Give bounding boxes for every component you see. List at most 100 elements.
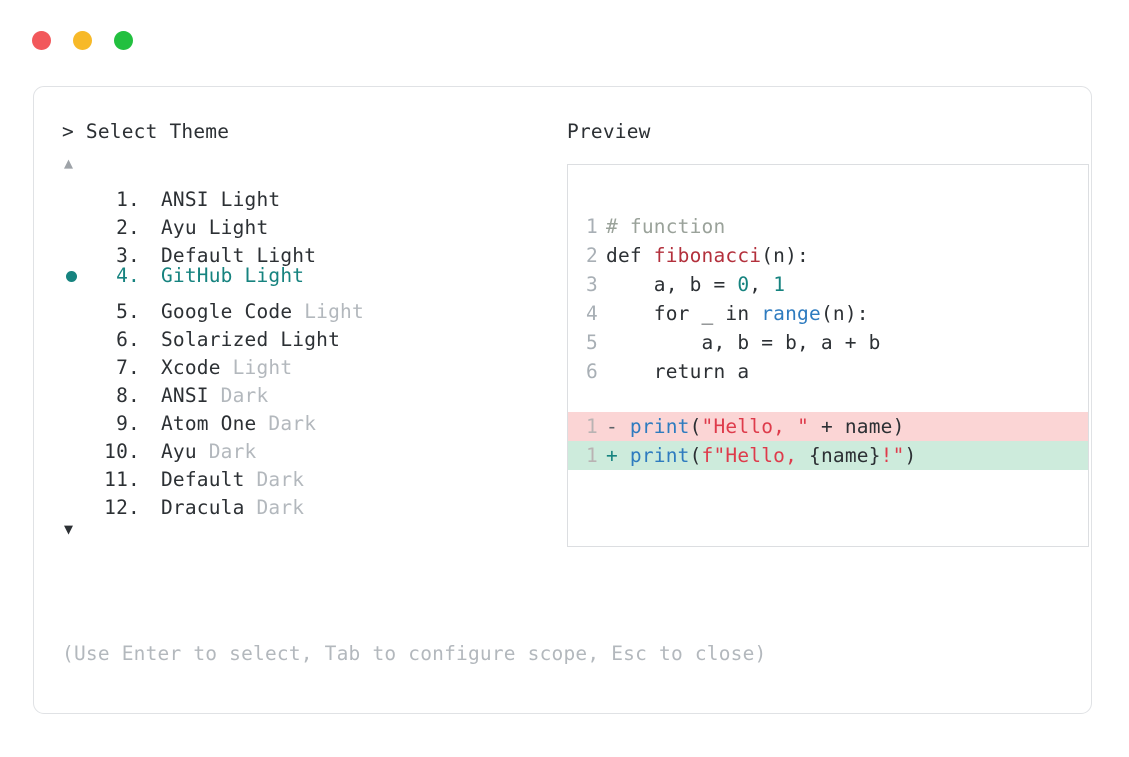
- theme-item-index: 6.: [116, 328, 140, 351]
- diff-sign: -: [606, 415, 630, 438]
- theme-item-name: Ayu: [160, 440, 209, 463]
- code-line-text: a, b = b, a + b: [598, 328, 881, 357]
- theme-item-spacer: [140, 494, 161, 522]
- theme-item-index: 5.: [116, 300, 140, 323]
- code-token: (n):: [761, 244, 809, 267]
- theme-item-variant: Dark: [220, 384, 269, 407]
- scroll-up-arrow-icon[interactable]: ▲: [64, 154, 74, 172]
- theme-item-variant: Light: [220, 188, 281, 211]
- theme-list-item[interactable]: 7. Xcode Light: [62, 346, 532, 379]
- theme-item-spacer: [140, 326, 161, 354]
- theme-item-variant: Dark: [208, 440, 257, 463]
- code-token: {name}: [809, 444, 881, 467]
- theme-item-spacer: [140, 354, 161, 382]
- theme-list-item[interactable]: 4. GitHub Light: [62, 262, 532, 290]
- code-line-text: def fibonacci(n):: [598, 241, 809, 270]
- diff-line-minus: 1- print("Hello, " + name): [568, 412, 1088, 441]
- code-token: 0: [737, 273, 750, 296]
- theme-item-spacer: [140, 410, 161, 438]
- selected-bullet-icon: [66, 271, 77, 282]
- theme-item-index: 11.: [104, 468, 140, 491]
- code-token: def: [606, 244, 654, 267]
- code-line: 6 return a: [568, 357, 1088, 386]
- theme-list-item[interactable]: 3. Default Light: [62, 234, 532, 267]
- select-theme-prompt: > Select Theme: [62, 120, 230, 143]
- diff-line-number: 1: [586, 415, 598, 438]
- diff-line-text: - print("Hello, " + name): [598, 412, 905, 441]
- selection-bullet-slot: [62, 458, 94, 486]
- theme-item-index: 2.: [116, 216, 140, 239]
- theme-list-item[interactable]: 1. ANSI Light: [62, 178, 532, 211]
- theme-item-name: Default: [160, 244, 257, 267]
- theme-item-index: 1.: [116, 188, 140, 211]
- theme-item-index: 8.: [116, 384, 140, 407]
- code-token: # function: [606, 215, 726, 238]
- theme-list-item[interactable]: 5. Google Code Light: [62, 290, 532, 323]
- theme-list-item[interactable]: 12. Dracula Dark: [62, 486, 532, 519]
- window-traffic-lights: [32, 31, 133, 50]
- close-window-button[interactable]: [32, 31, 51, 50]
- code-token: range: [761, 302, 821, 325]
- minimize-window-button[interactable]: [73, 31, 92, 50]
- scroll-down-arrow-icon[interactable]: ▼: [64, 520, 74, 538]
- code-line-number: 2: [586, 244, 598, 267]
- diff-line-number: 1: [586, 444, 598, 467]
- diff-line-text: + print(f"Hello, {name}!"): [598, 441, 917, 470]
- code-token: print: [629, 444, 690, 467]
- theme-list-item[interactable]: 9. Atom One Dark: [62, 402, 532, 435]
- theme-item-variant: Light: [256, 244, 317, 267]
- theme-item-spacer: [140, 438, 161, 466]
- theme-item-name: Dracula: [160, 496, 257, 519]
- code-line-text: # function: [598, 212, 725, 241]
- selection-bullet-slot: [62, 374, 94, 402]
- code-token: for _ in: [606, 302, 762, 325]
- theme-item-name: ANSI: [160, 188, 221, 211]
- theme-item-name: Solarized: [160, 328, 281, 351]
- maximize-window-button[interactable]: [114, 31, 133, 50]
- diff-sign: +: [606, 444, 630, 467]
- preview-title: Preview: [567, 120, 651, 143]
- theme-list-item[interactable]: 6. Solarized Light: [62, 318, 532, 351]
- code-line: 1 # function: [568, 212, 1088, 241]
- selection-bullet-slot: [62, 318, 94, 346]
- code-token: (: [689, 415, 702, 438]
- code-line-text: a, b = 0, 1: [598, 270, 785, 299]
- theme-item-variant: Light: [304, 300, 364, 323]
- theme-item-index: 12.: [104, 496, 140, 519]
- code-line-number: 4: [586, 302, 598, 325]
- code-token: !": [880, 444, 905, 467]
- theme-item-spacer: [140, 466, 161, 494]
- theme-list-item[interactable]: 2. Ayu Light: [62, 206, 532, 239]
- diff-line-plus: 1+ print(f"Hello, {name}!"): [568, 441, 1088, 470]
- code-token: a, b =: [606, 273, 738, 296]
- theme-item-spacer: [140, 298, 161, 326]
- code-token: fibonacci: [653, 244, 762, 267]
- theme-list-item[interactable]: 10. Ayu Dark: [62, 430, 532, 463]
- code-line: 3 a, b = 0, 1: [568, 270, 1088, 299]
- theme-item-variant: Dark: [256, 468, 305, 491]
- theme-item-name: Xcode: [160, 356, 233, 379]
- selection-bullet-slot: [62, 290, 94, 318]
- code-token: print: [629, 415, 690, 438]
- theme-list-item[interactable]: 8. ANSI Dark: [62, 374, 532, 407]
- theme-list-item[interactable]: 11. Default Dark: [62, 458, 532, 491]
- code-spacer: [568, 386, 1088, 412]
- theme-item-variant: Dark: [268, 412, 317, 435]
- code-line-number: 1: [586, 215, 598, 238]
- code-token: return a: [606, 360, 750, 383]
- theme-item-spacer: [140, 186, 161, 214]
- theme-item-name: Default: [160, 468, 257, 491]
- selection-bullet-slot: [62, 346, 94, 374]
- theme-item-index: 4.: [116, 264, 140, 287]
- selection-bullet-slot: [62, 263, 94, 291]
- selection-bullet-slot: [62, 234, 94, 262]
- code-token: 1: [773, 273, 786, 296]
- theme-item-spacer: [140, 214, 161, 242]
- code-line-text: for _ in range(n):: [598, 299, 869, 328]
